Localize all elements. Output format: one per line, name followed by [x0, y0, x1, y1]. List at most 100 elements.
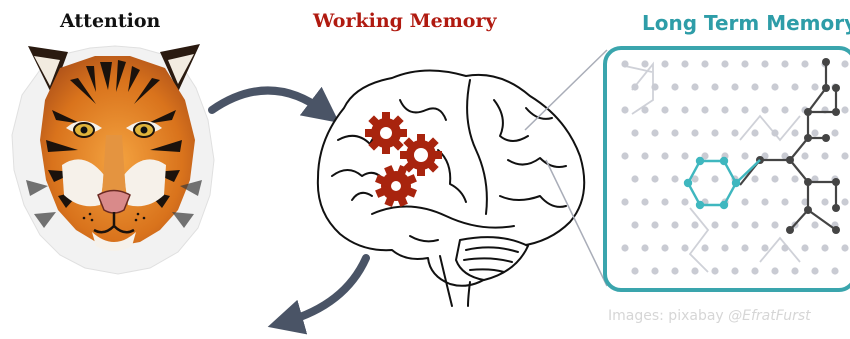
grid-dot	[821, 198, 828, 205]
grid-dot	[791, 129, 798, 136]
grid-dot	[711, 267, 718, 274]
grid-dot	[681, 152, 688, 159]
grid-dot	[691, 221, 698, 228]
image-credit: Images: pixabay @EfratFurst	[608, 309, 811, 323]
grid-dot	[651, 83, 658, 90]
grid-dot	[621, 152, 628, 159]
grid-dot	[791, 83, 798, 90]
grid-dot	[671, 83, 678, 90]
tiger-face-image	[12, 44, 214, 274]
grid-dot	[621, 106, 628, 113]
grid-dot	[731, 129, 738, 136]
long-term-memory-panel	[605, 48, 850, 290]
grid-dot	[631, 175, 638, 182]
grid-dot	[621, 60, 628, 67]
grid-dot	[811, 221, 818, 228]
grid-dot	[621, 244, 628, 251]
grid-dot	[711, 83, 718, 90]
grid-dot	[761, 60, 768, 67]
grid-dot	[751, 175, 758, 182]
arrow-working-memory-output	[285, 258, 366, 322]
grid-dot	[761, 244, 768, 251]
grid-dot	[651, 129, 658, 136]
grid-dot	[661, 152, 668, 159]
working-memory-label: Working Memory	[313, 12, 497, 31]
image-credit-handle: @EfratFurst	[728, 308, 811, 324]
grid-dot	[721, 244, 728, 251]
grid-dot	[681, 198, 688, 205]
grid-dot	[781, 244, 788, 251]
grid-dot	[831, 267, 838, 274]
grid-dot	[741, 198, 748, 205]
grid-dot	[831, 129, 838, 136]
grid-dot	[731, 83, 738, 90]
grid-dot	[631, 221, 638, 228]
grid-dot	[821, 152, 828, 159]
grid-dot	[701, 106, 708, 113]
grid-dot	[781, 106, 788, 113]
grid-dot	[841, 244, 848, 251]
grid-dot	[811, 267, 818, 274]
grid-dot	[841, 198, 848, 205]
grid-dot	[621, 198, 628, 205]
grid-dot	[731, 267, 738, 274]
grid-dot	[791, 267, 798, 274]
grid-dot	[671, 267, 678, 274]
grid-dot	[771, 175, 778, 182]
grid-dot	[711, 129, 718, 136]
grid-dot	[841, 60, 848, 67]
grid-dot	[751, 83, 758, 90]
grid-dot	[641, 60, 648, 67]
grid-dot	[651, 221, 658, 228]
grid-dot	[691, 267, 698, 274]
grid-dot	[781, 198, 788, 205]
grid-dot	[741, 152, 748, 159]
long-term-memory-label: Long Term Memory	[642, 13, 850, 33]
grid-dot	[741, 106, 748, 113]
grid-dot	[721, 106, 728, 113]
grid-dot	[751, 221, 758, 228]
grid-dot	[671, 175, 678, 182]
grid-dot	[751, 129, 758, 136]
grid-dot	[841, 106, 848, 113]
grid-dot	[791, 175, 798, 182]
grid-dot	[741, 60, 748, 67]
grid-dot	[811, 83, 818, 90]
grid-dot	[701, 244, 708, 251]
grid-dot	[801, 152, 808, 159]
grid-dot	[681, 244, 688, 251]
grid-dot	[681, 60, 688, 67]
grid-dot	[661, 198, 668, 205]
grid-dot	[641, 106, 648, 113]
grid-dot	[811, 129, 818, 136]
grid-dot	[801, 244, 808, 251]
grid-dot	[721, 60, 728, 67]
grid-dot	[691, 83, 698, 90]
grid-dot	[711, 175, 718, 182]
grid-dot	[661, 60, 668, 67]
image-credit-source: Images: pixabay	[608, 308, 724, 324]
grid-dot	[771, 267, 778, 274]
grid-dot	[771, 83, 778, 90]
grid-dot	[631, 267, 638, 274]
grid-dot	[671, 221, 678, 228]
grid-dot	[631, 129, 638, 136]
grid-dot	[751, 267, 758, 274]
grid-dot	[671, 129, 678, 136]
grid-dot	[741, 244, 748, 251]
attention-label: Attention	[60, 12, 160, 31]
grid-dot	[691, 129, 698, 136]
arrow-attention-to-working-memory	[212, 90, 325, 112]
grid-dot	[631, 83, 638, 90]
grid-dot	[701, 60, 708, 67]
grid-dot	[651, 267, 658, 274]
grid-dot	[841, 152, 848, 159]
grid-dot	[771, 129, 778, 136]
grid-dot	[761, 106, 768, 113]
grid-dot	[771, 221, 778, 228]
grid-dot	[731, 221, 738, 228]
grid-dot	[781, 60, 788, 67]
grid-dot	[761, 198, 768, 205]
